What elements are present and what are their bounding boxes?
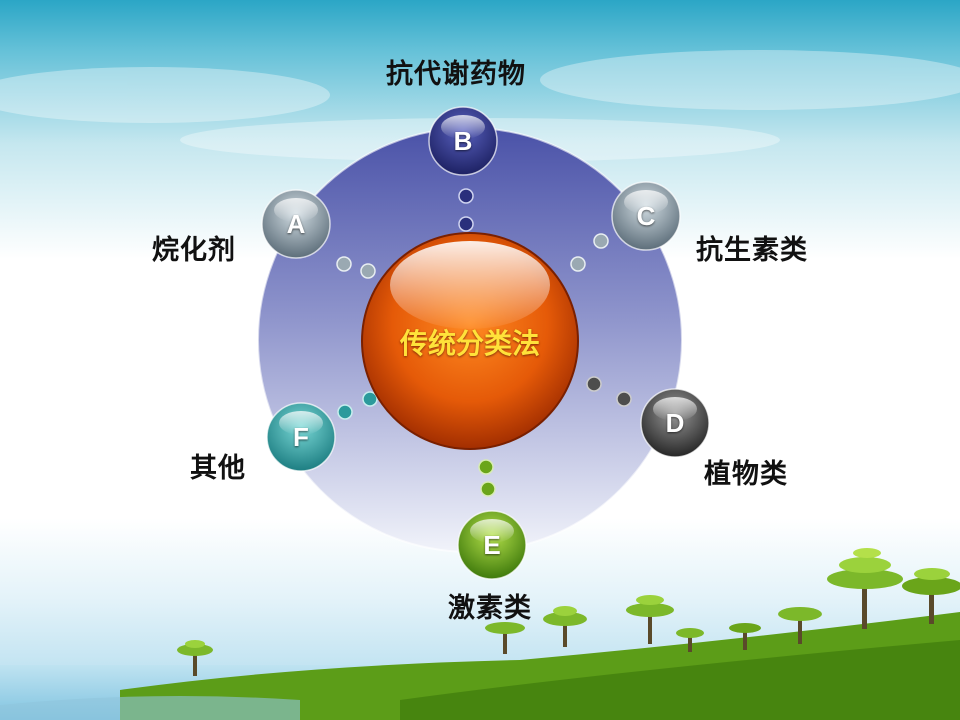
node-f bbox=[266, 402, 336, 472]
tree-icon bbox=[485, 622, 525, 654]
connector-dot bbox=[336, 256, 352, 272]
connector-dot bbox=[337, 404, 353, 420]
tree-icon bbox=[676, 628, 704, 652]
node-c-letter: C bbox=[636, 201, 656, 231]
node-f-letter: F bbox=[293, 422, 309, 452]
connector-dot bbox=[362, 391, 378, 407]
tree-icon bbox=[543, 606, 587, 647]
label-b: 抗代谢药物 bbox=[386, 59, 526, 90]
connector-dot bbox=[458, 216, 474, 232]
connector-dot bbox=[616, 391, 632, 407]
tree-icon bbox=[626, 595, 674, 644]
connector-dot bbox=[586, 376, 602, 392]
label-a: 烷化剂 bbox=[152, 235, 236, 266]
node-c bbox=[611, 181, 681, 251]
connector-dot bbox=[593, 233, 609, 249]
node-b bbox=[428, 106, 498, 176]
tree-icon bbox=[827, 548, 903, 629]
center-title: 传统分类法 bbox=[399, 327, 540, 360]
connector-dot bbox=[478, 459, 494, 475]
node-a-letter: A bbox=[286, 209, 306, 239]
node-a bbox=[261, 189, 331, 259]
landscape bbox=[0, 612, 960, 720]
center-node bbox=[361, 232, 579, 450]
label-d: 植物类 bbox=[704, 459, 788, 490]
connector-dots bbox=[336, 188, 632, 497]
connector-dot bbox=[570, 256, 586, 272]
tree-icon bbox=[902, 568, 960, 624]
trees bbox=[177, 548, 960, 676]
connector-dot bbox=[360, 263, 376, 279]
label-f: 其他 bbox=[190, 453, 246, 484]
node-e bbox=[457, 510, 527, 580]
connector-dot bbox=[458, 188, 474, 204]
label-c: 抗生素类 bbox=[696, 235, 808, 266]
connector-dot bbox=[480, 481, 496, 497]
node-d bbox=[640, 388, 710, 458]
node-e-letter: E bbox=[483, 530, 501, 560]
label-e: 激素类 bbox=[448, 593, 532, 624]
tree-icon bbox=[729, 623, 761, 650]
tree-icon bbox=[778, 607, 822, 644]
node-d-letter: D bbox=[665, 408, 685, 438]
tree-icon bbox=[177, 640, 213, 676]
node-b-letter: B bbox=[453, 126, 473, 156]
